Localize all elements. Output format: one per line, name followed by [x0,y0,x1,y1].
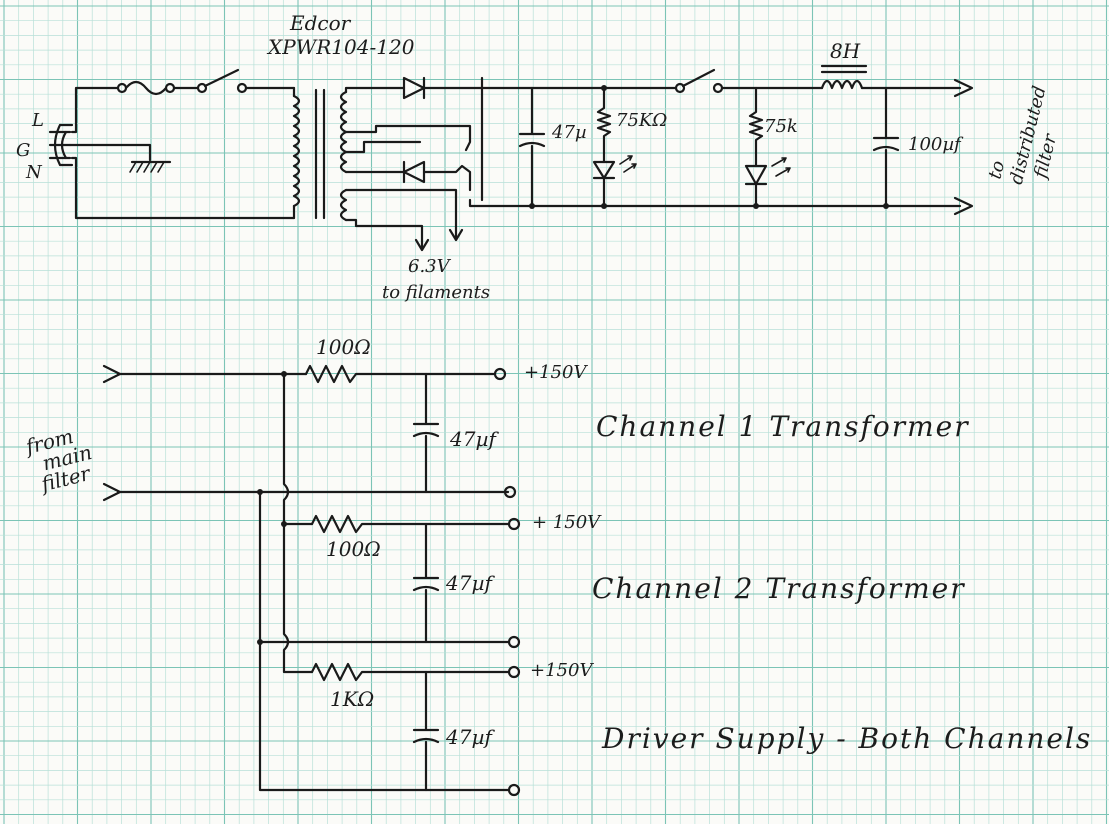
mains-line-label: L [31,110,44,131]
distributed-filter-inputs: from main filter [21,364,510,792]
fuse [116,80,200,96]
led-2-icon [744,164,768,208]
bleeder-resistor-label: 75KΩ [616,110,667,131]
driver-cap-label: 47µf [445,725,495,749]
choke-filter: 75k 8H 100µf to distributed filter [744,39,1061,209]
mains-ground-label: G [16,140,30,161]
transformer-brand: Edcor [289,11,352,35]
channel-2-cap-label: 47µf [445,571,495,595]
transformer-core [314,88,326,220]
bleeder-resistor-icon [596,86,612,164]
rectifier-diode-1-icon [402,76,426,100]
channel-2-bplus-terminal [507,517,521,531]
output-cap-icon [872,86,900,208]
switch-icon [203,68,240,88]
mains-input: L G N [16,86,296,220]
filament-note: to filaments [382,282,490,303]
choke-core [820,64,868,74]
channel-1-name: Channel 1 Transformer [596,410,970,443]
driver-resistor-label: 1KΩ [330,687,374,711]
driver-cap-icon [412,670,440,792]
reservoir-cap-icon [518,86,546,208]
standby-switch [674,68,824,94]
channel-2-voltage-label: + 150V [532,512,602,533]
filament-winding-icon [339,188,348,222]
led-1-icon [592,160,616,208]
channel-1-ground-terminal [503,485,517,499]
channel-2-resistor-label: 100Ω [326,537,381,561]
mains-neutral-label: N [25,162,43,183]
choke-label: 8H [830,39,861,63]
channel-1-cap-label: 47µf [449,427,499,451]
channel-2-resistor-icon [310,514,510,534]
channel-1-resistor-label: 100Ω [316,335,371,359]
fuse-icon [124,80,168,96]
channel-1-cap-icon [412,372,440,494]
driver-bplus-terminal [507,665,521,679]
power-switch [196,68,296,94]
driver-supply-filter: 1KΩ 47µf +150V Driver Supply - Both Chan… [310,660,1092,797]
channel-1-filter: 100Ω 47µf +150V Channel 1 Transformer [304,335,970,499]
standby-switch-icon [681,68,716,88]
primary-winding-icon [292,94,301,208]
channel-1-bplus-terminal [493,367,507,381]
main-filter: 47µ 75KΩ [468,85,974,216]
driver-ground-terminal [507,783,521,797]
transformer-model: XPWR104-120 [266,35,415,59]
led-resistor-label: 75k [764,116,798,137]
power-transformer: Edcor XPWR104-120 [266,11,415,222]
reservoir-cap-label: 47µ [551,122,587,143]
led-resistor-icon [748,86,764,168]
rectifier [344,76,484,202]
channel-2-filter: 100Ω 47µf + 150V Channel 2 Transformer [310,512,966,649]
driver-voltage-label: +150V [530,660,594,681]
filament-output: 6.3V to filaments [344,188,490,303]
driver-resistor-icon [310,662,510,682]
channel-1-resistor-icon [304,364,496,384]
channel-2-name: Channel 2 Transformer [592,572,966,605]
output-note-1: to [984,158,1009,181]
output-cap-label: 100µf [908,134,964,155]
rectifier-diode-2-icon [402,160,426,184]
driver-supply-name: Driver Supply - Both Channels [601,722,1092,755]
filament-voltage-label: 6.3V [408,256,452,277]
chassis-ground-icon [129,160,172,173]
channel-2-cap-icon [412,522,440,644]
channel-2-ground-terminal [507,635,521,649]
channel-1-voltage-label: +150V [524,362,588,383]
choke-icon [820,79,864,90]
